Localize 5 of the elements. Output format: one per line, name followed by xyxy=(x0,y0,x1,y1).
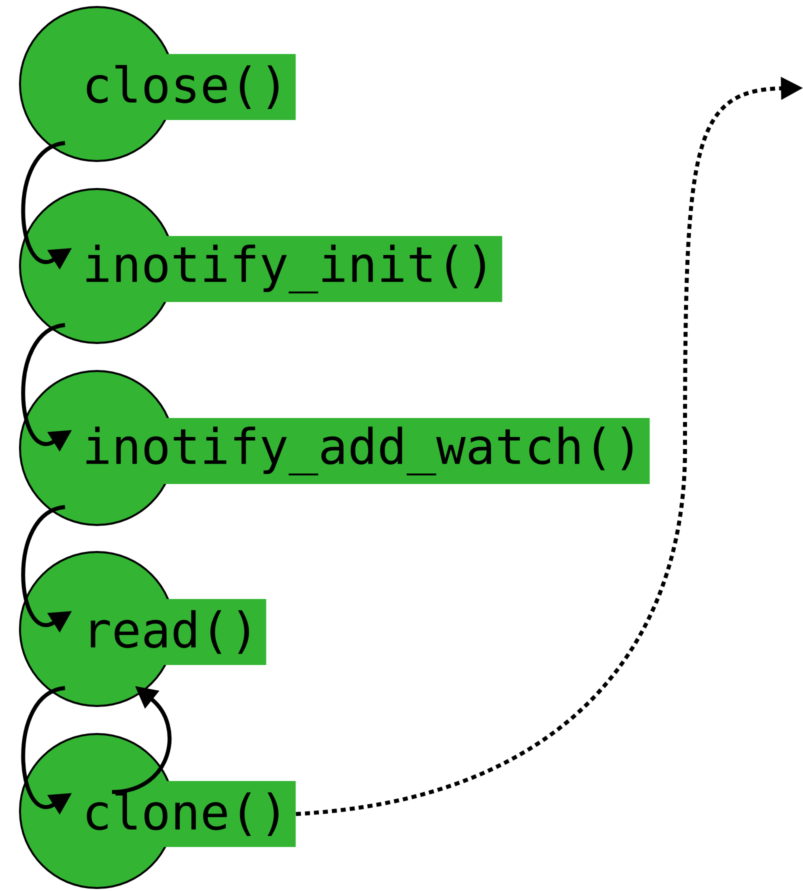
state-node: close() xyxy=(19,6,296,162)
state-node: read() xyxy=(19,551,266,707)
state-node: inotify_init() xyxy=(19,188,502,344)
state-node: clone() xyxy=(19,733,296,889)
state-node: inotify_add_watch() xyxy=(19,370,650,526)
